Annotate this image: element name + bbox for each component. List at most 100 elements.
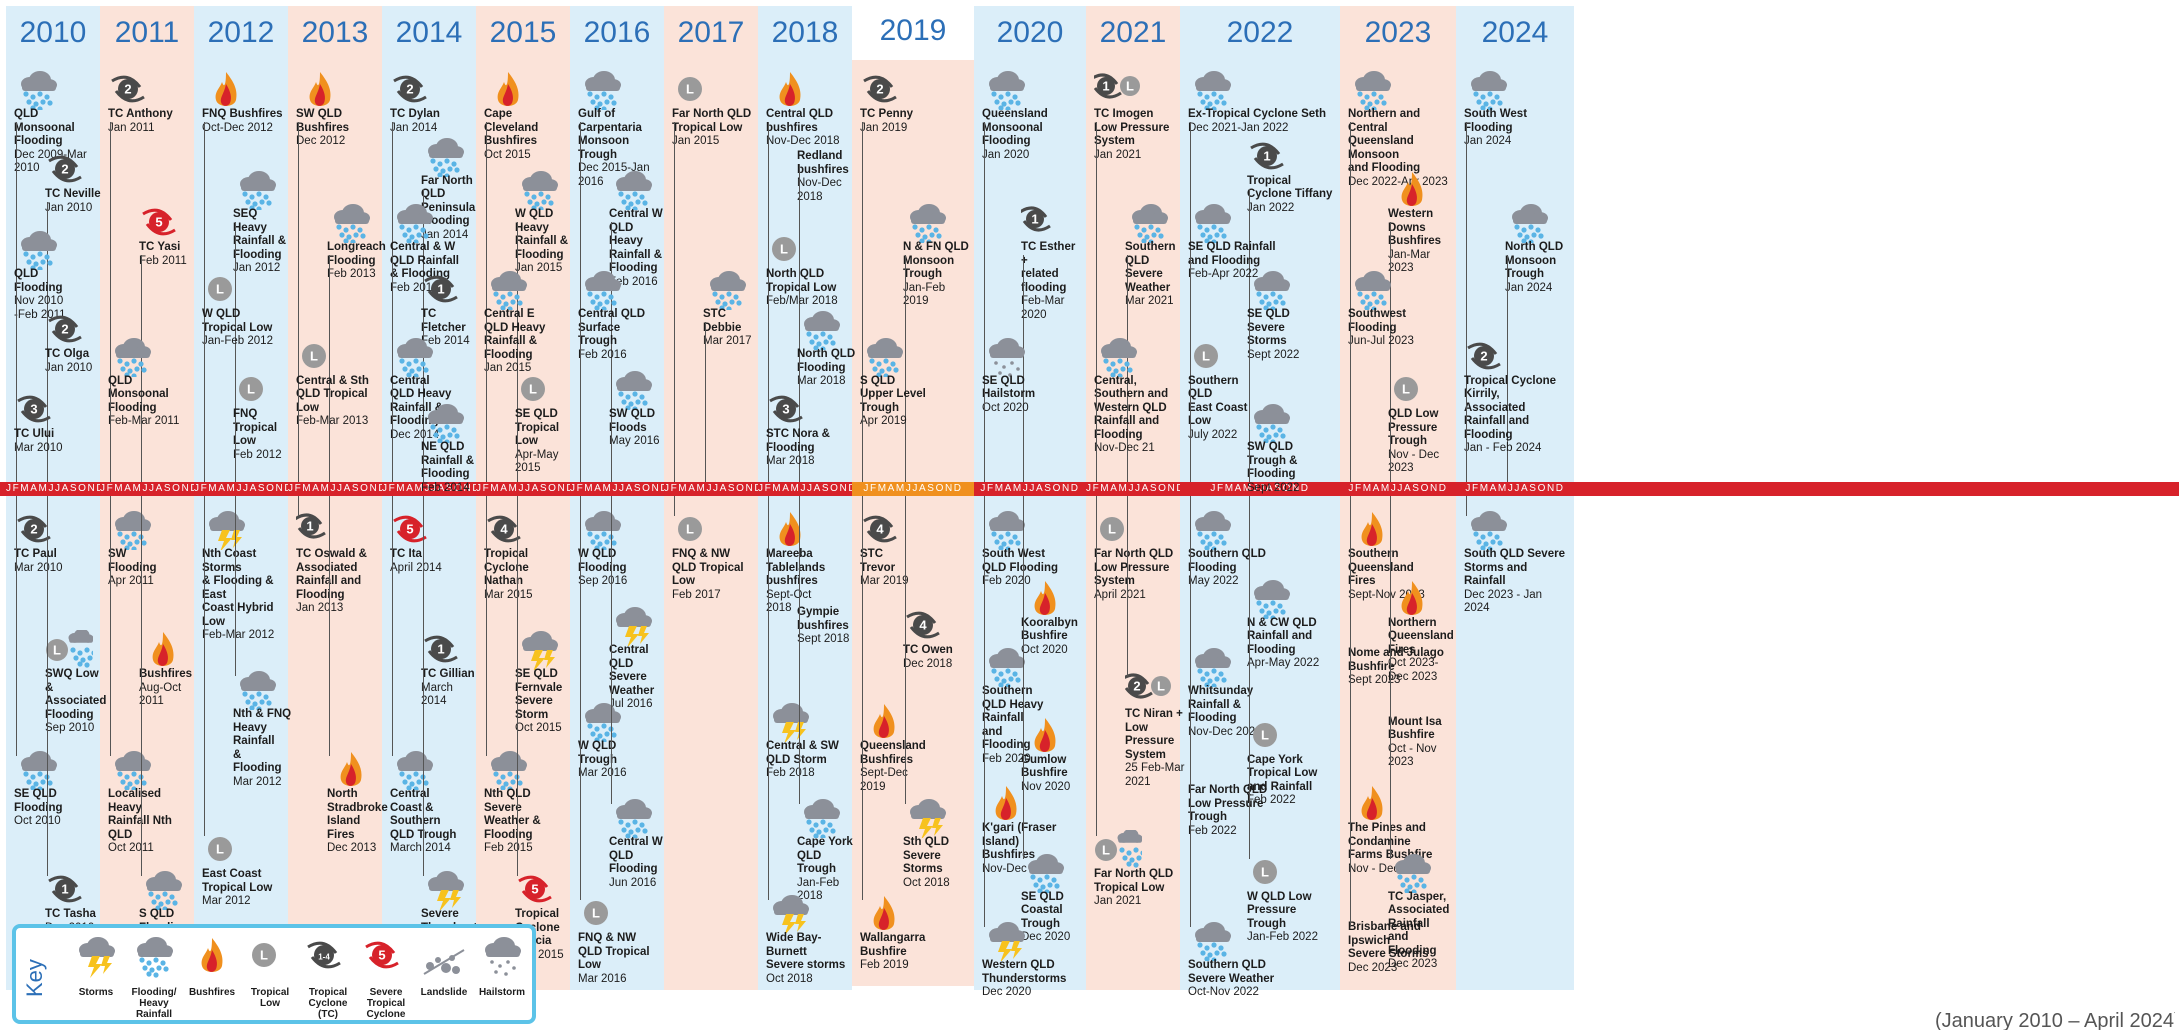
- event-name: NE QLD Rainfall & Flooding: [421, 441, 475, 481]
- bushfire-icon: [184, 936, 240, 983]
- low-icon: L: [672, 70, 718, 108]
- event-name: Queensland Bushfires: [860, 740, 926, 766]
- event-name: Queensland Monsoonal Flooding: [982, 108, 1048, 147]
- event-name: Central, Southern and Western QLD Rainfa…: [1094, 374, 1169, 441]
- flooding-icon: [1348, 270, 1394, 312]
- year-label: 2024: [1481, 16, 1549, 49]
- leader-line: [1390, 222, 1391, 482]
- flooding-icon: [903, 203, 949, 245]
- bushfire-icon: [202, 70, 248, 108]
- event-date: Mar 2012: [202, 895, 251, 907]
- event-date: Jan 2015: [484, 362, 532, 374]
- event-name: Southern QLD Heavy Rainfall and Flooding: [982, 685, 1044, 752]
- event-date: Jan 2011: [108, 121, 155, 134]
- event-name: TC Oswald & Associated Rainfall and Floo…: [296, 548, 367, 601]
- flooding-icon: [484, 270, 530, 312]
- event-date: Feb-Mar 2013: [296, 415, 369, 428]
- event-date: Oct - Nov 2023: [1388, 742, 1437, 769]
- event-date: Jan 2020: [982, 148, 1030, 161]
- year-column: 2017: [664, 6, 758, 990]
- flooding-icon: [390, 337, 436, 379]
- flooding-icon: [108, 337, 154, 379]
- leader-line: [1127, 255, 1128, 482]
- event-date: Dec 2023 - Jan 2024: [1464, 588, 1542, 615]
- event-date: Feb-Mar 2020: [1021, 295, 1065, 321]
- leader-line: [1466, 388, 1467, 482]
- event-date: Jan-Feb 2019: [903, 281, 946, 308]
- svg-text:2: 2: [1133, 679, 1140, 694]
- timeline-bar: [0, 482, 2179, 496]
- svg-text:1: 1: [1102, 79, 1109, 94]
- event-date: Nov-Dec 2018: [797, 177, 842, 203]
- svg-text:L: L: [686, 82, 694, 97]
- tropical-cyclone-icon: 1-4: [300, 936, 356, 983]
- flooding-icon: [1188, 921, 1234, 964]
- event-date: Jan - Feb 2024: [1464, 442, 1542, 455]
- event-name: N & CW QLD Rainfall and Flooding: [1247, 616, 1317, 656]
- event-name: Central QLD Surface Trough: [578, 308, 646, 347]
- leader-line: [16, 282, 17, 482]
- cyclone-flood-icon: 1: [1019, 203, 1067, 241]
- leader-line: [674, 122, 675, 482]
- flooding-icon: [1348, 70, 1394, 112]
- date-range-note: (January 2010 – April 2024): [1935, 1010, 2175, 1030]
- low-icon: L: [1247, 853, 1293, 891]
- event-label: Tropical Cyclone Kirrily, Associated Rai…: [1464, 375, 1570, 456]
- low-icon: L: [766, 230, 812, 268]
- svg-text:L: L: [216, 282, 224, 297]
- svg-text:L: L: [216, 842, 224, 857]
- event-date: 25 Feb-Mar 2021: [1125, 762, 1185, 788]
- severe-icon: 5: [515, 870, 561, 908]
- event-name: W QLD Low Pressure Trough: [1247, 890, 1312, 930]
- cyclone-icon: 1: [1247, 137, 1293, 175]
- event-name: Wide Bay-Burnett Severe storms: [766, 932, 846, 971]
- leader-line: [235, 496, 236, 676]
- year-label: 2023: [1364, 16, 1432, 49]
- event-date: Mar 2018: [797, 375, 846, 387]
- event-name: Bushfires: [139, 668, 193, 680]
- cyclone-icon: 2: [45, 150, 91, 188]
- event-date: Feb 2012: [233, 448, 282, 461]
- leader-line: [705, 322, 706, 482]
- cyclone-storm-icon: 1: [294, 510, 342, 548]
- event-name: TC Anthony: [108, 108, 173, 120]
- bushfire-icon: [860, 702, 906, 740]
- event-name: East Coast Tropical Low: [202, 868, 273, 894]
- leader-line: [392, 496, 393, 756]
- event-label: Central, Southern and Western QLD Rainfa…: [1094, 375, 1168, 456]
- event-date: Jun 2016: [609, 876, 657, 889]
- event-name: Northern Queensland Fires: [1388, 616, 1454, 656]
- key-item: Storms: [68, 936, 124, 998]
- event-name: W QLD Flooding: [578, 548, 627, 574]
- event-date: Apr 2011: [108, 575, 154, 587]
- event-date: Feb 2022: [1247, 794, 1296, 807]
- event-name: Sth QLD Severe Storms: [903, 836, 949, 875]
- leader-line: [1190, 388, 1191, 482]
- event-name: Central E QLD Heavy Rainfall & Flooding: [484, 308, 546, 361]
- flooding-icon: [1247, 270, 1293, 312]
- event-date: Dec 2021-Jan 2022: [1188, 121, 1289, 134]
- cyclone-icon: 2: [390, 70, 436, 108]
- event-date: Feb-Mar 2011: [108, 415, 180, 428]
- leader-line: [1190, 496, 1191, 928]
- storm-icon: [903, 798, 949, 840]
- event-name: Nome and Julago Bushfire: [1348, 647, 1444, 673]
- leader-line: [47, 496, 48, 876]
